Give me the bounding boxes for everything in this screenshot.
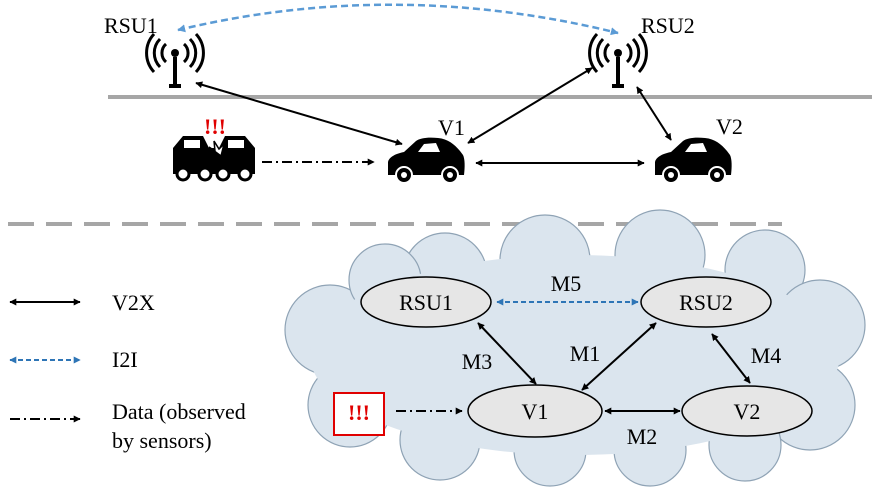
node-v2-label: V2 <box>734 399 761 424</box>
edge-m1 <box>581 322 657 391</box>
rsu1-scene-label: RSU1 <box>104 13 158 38</box>
edge-m1-label: M1 <box>570 341 601 366</box>
edge-m5-label: M5 <box>551 271 582 296</box>
edge-m2-label: M2 <box>627 424 658 449</box>
accident-alert-mark: !!! <box>204 114 226 139</box>
v2-car-icon <box>654 136 733 184</box>
v2x-link-rsu2-v1 <box>467 67 593 144</box>
legend-data-label-line2: by sensors) <box>112 428 212 453</box>
v1-scene-label: V1 <box>438 115 465 140</box>
node-rsu2-label: RSU2 <box>679 290 733 315</box>
alert-box <box>333 392 385 436</box>
edge-m4 <box>711 333 751 384</box>
node-v1-label: V1 <box>522 399 549 424</box>
alert-box-mark: !!! <box>348 400 370 425</box>
legend-i2i-label: I2I <box>112 347 138 372</box>
node-rsu1-label: RSU1 <box>399 290 453 315</box>
node-v2: V2 <box>681 385 813 437</box>
edge-m4-label: M4 <box>751 343 782 368</box>
v1-car-icon <box>387 136 466 184</box>
v2-scene-label: V2 <box>716 114 743 139</box>
legend-data-label-line1: Data (observed <box>112 399 246 424</box>
node-rsu1: RSU1 <box>360 276 492 328</box>
node-rsu2: RSU2 <box>640 276 772 328</box>
rsu2-tower-icon <box>587 32 649 90</box>
edge-m3-label: M3 <box>462 349 493 374</box>
rsu1-tower-icon <box>144 32 206 90</box>
collision-burst-icon <box>208 140 226 158</box>
crash-car-left-icon <box>171 134 217 182</box>
legend-v2x-label: V2X <box>112 290 155 315</box>
i2i-link-rsu1-rsu2 <box>177 3 619 36</box>
v2x-link-rsu1-v1 <box>195 81 403 146</box>
crash-car-right-icon <box>211 134 257 182</box>
v2x-link-rsu2-v2 <box>636 86 672 141</box>
rsu2-scene-label: RSU2 <box>641 13 695 38</box>
node-v1: V1 <box>467 384 603 438</box>
edge-m3 <box>477 322 537 385</box>
